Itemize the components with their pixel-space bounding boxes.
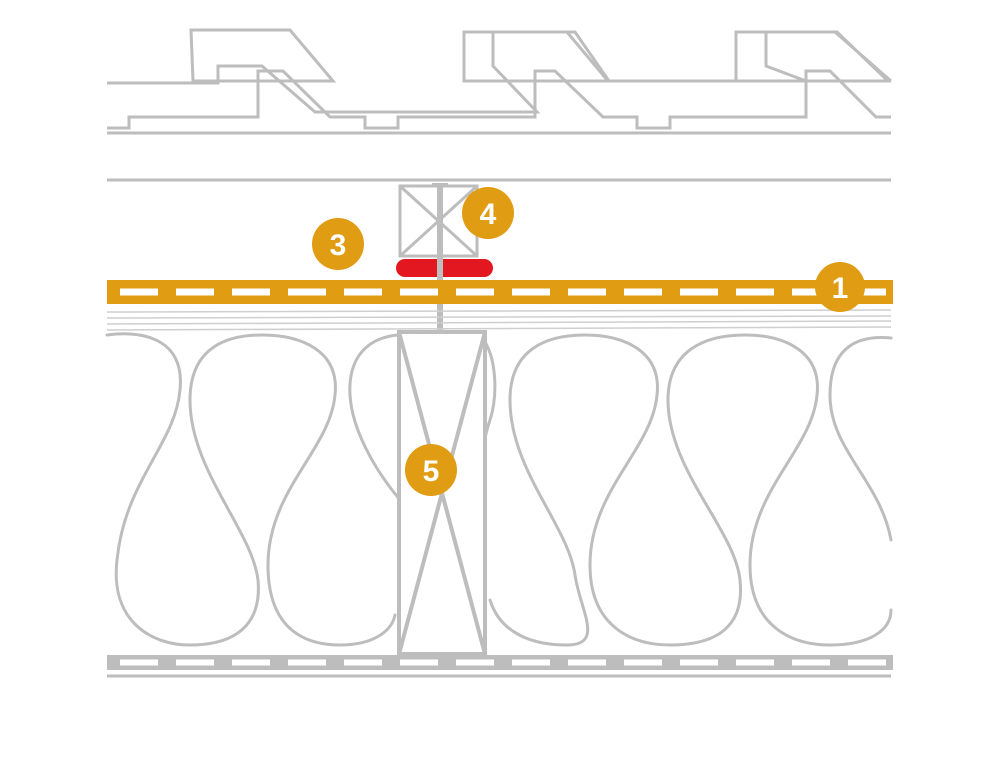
marker-circle [405,444,457,496]
marker-label-5: 5 [423,455,440,488]
insulation-blob [488,333,893,647]
marker-4: 4 [462,187,514,239]
membrane [107,280,893,304]
marker-1: 1 [815,262,865,312]
marker-label-4: 4 [480,198,497,231]
nail-head [432,183,448,187]
insulation-blob [828,336,893,542]
marker-circle [312,218,364,270]
insulation [105,332,893,647]
marker-5: 5 [405,444,457,496]
marker-label-1: 1 [832,272,849,305]
insulation-blob [348,333,402,502]
roof-tile-outline [107,28,892,130]
insulation-blob [105,332,397,647]
sealing-tape [396,259,493,277]
marker-label-3: 3 [330,229,347,262]
bottom-membrane-band [107,655,893,670]
bottom-membrane [107,655,893,678]
marker-circle [462,187,514,239]
nail-shaft [437,187,443,342]
marker-circle [815,262,865,312]
marker-3: 3 [312,218,364,270]
membrane-band [107,280,893,304]
roof-tiles [107,28,892,182]
underlay-lines [106,309,892,331]
